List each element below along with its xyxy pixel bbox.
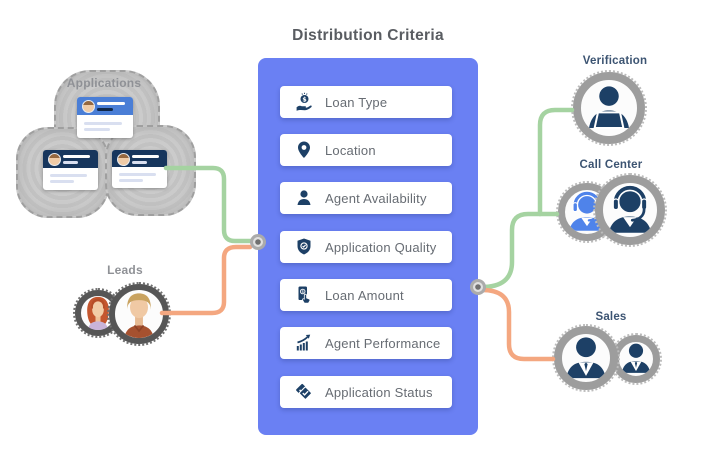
svg-text:$: $ — [302, 96, 306, 103]
text-line — [63, 155, 90, 158]
text-line — [50, 180, 74, 183]
criteria-label: Application Quality — [325, 239, 437, 255]
sales-wire — [479, 287, 556, 362]
application-card-header — [77, 97, 133, 116]
sales-member-avatar — [552, 324, 620, 392]
shield-check-icon — [297, 238, 311, 255]
text-line — [119, 179, 143, 182]
text-line — [97, 108, 113, 111]
criteria-card-application-status: Application Status — [280, 376, 452, 408]
text-line — [132, 161, 147, 164]
avatar — [48, 153, 61, 166]
text-line — [97, 102, 125, 105]
double-check-icon — [296, 383, 313, 400]
man-icon — [124, 293, 154, 338]
application-card — [77, 97, 133, 138]
leads-label: Leads — [107, 263, 143, 277]
criteria-label: Agent Availability — [325, 190, 427, 206]
application-card — [43, 150, 98, 190]
growth-chart-icon — [296, 334, 311, 351]
call-center-member-avatar — [593, 173, 667, 247]
sales-label: Sales — [595, 311, 627, 323]
criteria-label: Loan Amount — [325, 287, 404, 303]
text-line — [119, 173, 156, 176]
verification-member-avatar — [571, 70, 647, 146]
text-line — [84, 122, 122, 125]
avatar — [117, 153, 130, 166]
application-card-header — [43, 150, 98, 168]
person-icon — [297, 190, 311, 205]
map-pin-icon — [298, 141, 310, 158]
text-line — [132, 155, 159, 158]
call-center-wire — [479, 211, 560, 290]
diagram-title: Distribution Criteria — [292, 27, 444, 44]
application-card — [112, 150, 167, 188]
text-line — [50, 174, 87, 177]
woman-icon — [87, 297, 109, 330]
criteria-card-application-quality: Application Quality — [280, 231, 452, 263]
text-line — [63, 161, 78, 164]
criteria-label: Agent Performance — [325, 335, 441, 351]
lead-man-avatar — [107, 282, 171, 346]
headset-agent-icon — [608, 184, 652, 233]
criteria-card-agent-availability: Agent Availability — [280, 182, 452, 214]
person-laptop-icon — [589, 86, 629, 130]
application-card-header — [112, 150, 167, 168]
applications-label: Applications — [66, 76, 142, 90]
call-center-label: Call Center — [579, 159, 643, 171]
criteria-card-loan-amount: $ Loan Amount — [280, 279, 452, 311]
avatar — [82, 100, 95, 113]
criteria-card-agent-performance: Agent Performance — [280, 327, 452, 359]
businessman-icon — [621, 344, 651, 374]
criteria-card-location: Location — [280, 134, 452, 166]
text-line — [84, 128, 110, 131]
money-hand-icon: $ — [298, 286, 311, 304]
businessman-icon — [566, 337, 606, 379]
svg-text:$: $ — [301, 289, 304, 295]
leads-wire — [159, 244, 253, 316]
verification-label: Verification — [582, 55, 648, 67]
criteria-card-loan-type: $ Loan Type — [280, 86, 452, 118]
criteria-label: Location — [325, 142, 376, 158]
sales-member-avatar — [610, 333, 662, 385]
distribution-criteria-panel: $ Loan Type Location Agent Availability — [258, 58, 478, 435]
criteria-label: Loan Type — [325, 94, 388, 110]
criteria-label: Application Status — [325, 384, 433, 400]
hand-coin-icon: $ — [296, 92, 312, 111]
